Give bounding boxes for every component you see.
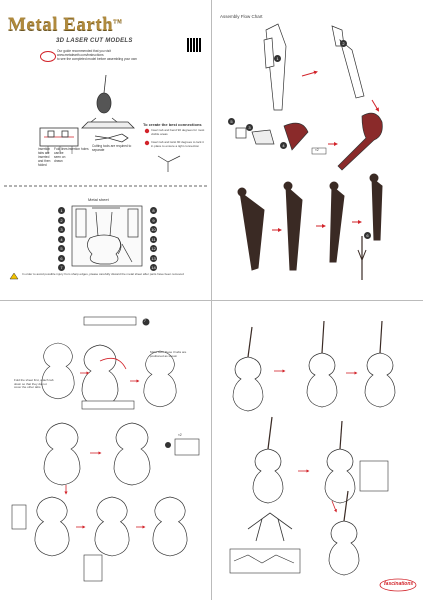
sheet-callout-12: 12 [150,245,157,252]
final-assembly-diagram [229,320,417,592]
connection-bend-icon [144,128,150,134]
assembly-flow-panel: Assembly Flow Chart [212,0,423,299]
connections-step-1: Insert tab and bend 90 degrees for most … [151,128,205,136]
instructions-link[interactable]: www.metalearth.com/instructions [57,53,104,57]
flow-step-5: 5 [228,118,235,125]
sheet-callout-7: 7 [58,264,65,271]
flow-step-3: 3 [246,124,253,131]
tools-label-insertion: insertion tabs are inserted and then fol… [38,147,51,167]
bridge-detail [83,554,103,582]
neck-part-b [331,25,365,99]
qr-code-icon [187,38,201,52]
tools-label-fold: Fold lines can be seen on drawn [54,147,68,163]
scroll-assembly [235,112,383,171]
fold-arrow [99,357,127,370]
final-assembly-panel: fascinations [212,301,423,600]
connections-title: To create the best connections [143,122,202,127]
flow-chart-diagram [235,23,383,280]
cello-preview-icon [81,74,135,129]
fascinations-wordmark: fascinations [384,581,414,587]
sheet-callout-8: 8 [150,207,157,214]
sheet-callout-9: 9 [150,216,157,224]
sheet-callout-3: 3 [58,226,65,233]
side-strip-part [83,316,137,326]
sheet-callout-10: 10 [150,226,157,233]
metal-sheet-title: Metal sheet [88,197,109,202]
sheet-callout-4: 4 [58,235,65,243]
flow-step-1: 1 [274,55,281,62]
neck-part-a [263,23,287,111]
sheet-callout-2: 2 [58,216,65,224]
flow-chart-title: Assembly Flow Chart [220,14,263,19]
intro-text-3: to see the completed model before assemb… [57,57,137,61]
sheet-callout-6: 6 [58,254,65,262]
body-detail-box [359,460,389,492]
sheet-callout-1: 1 [58,207,65,214]
sheet-callout-13: 13 [150,254,157,262]
twist-tab-icon [157,155,181,172]
sheet-callout-14: 14 [150,264,157,271]
intro-text-1: Our guide recommended that you visit [57,49,111,53]
fascinations-logo [379,578,417,592]
tab-diagram [39,127,79,154]
part-x2 [174,438,200,456]
sheet-callout-11: 11 [150,235,157,243]
endpin-detail [11,504,27,530]
flow-step-6: 6 [364,232,371,239]
part-number-badge [142,318,150,326]
stand-icon [247,512,293,542]
brand-logo: Metal EarthTM [8,14,123,35]
flow-arrow [301,70,318,77]
note-tabs: Make sure these 3 tabs are positioned as… [150,350,187,358]
part-number-label: 7 [144,319,146,323]
flow-step-4: 4 [280,142,287,149]
metal-sheet-diagram [71,205,143,267]
cello-body-parts [34,342,188,557]
instructions-panel: Metal EarthTM 3D LASER CUT MODELS Our gu… [0,0,211,299]
tools-label-cutting: Cutting tools are required to separate [92,144,132,152]
brand-subtitle: 3D LASER CUT MODELS [56,38,133,44]
neck-string-assemblies [237,173,383,280]
body-assembly-diagram [11,316,200,582]
x2-label: ×2 [178,433,182,437]
tools-label-holes: insertion holes [68,147,89,151]
flow-step-2: 2 [340,40,347,47]
rotate-360-icon [40,51,56,62]
sheet-callout-5: 5 [58,245,65,252]
flow-arrow [371,99,380,112]
connection-twist-icon [144,140,150,146]
x2-label: ×2 [315,148,319,152]
x2-badge [311,147,327,155]
header-illustrations [4,74,207,280]
note-fold: Fold the sheet first, attach tab down so… [14,378,54,390]
horizontal-divider [0,300,423,301]
warning-icon [9,272,19,280]
pliers-icon [94,133,129,143]
connections-step-2: Insert tab and twist 90 degrees to lock … [151,140,204,148]
body-assembly-panel: 7 Make sure these 3 tabs are positioned … [0,301,211,600]
sheet-warning: In order to avoid possible injury from s… [22,272,184,276]
